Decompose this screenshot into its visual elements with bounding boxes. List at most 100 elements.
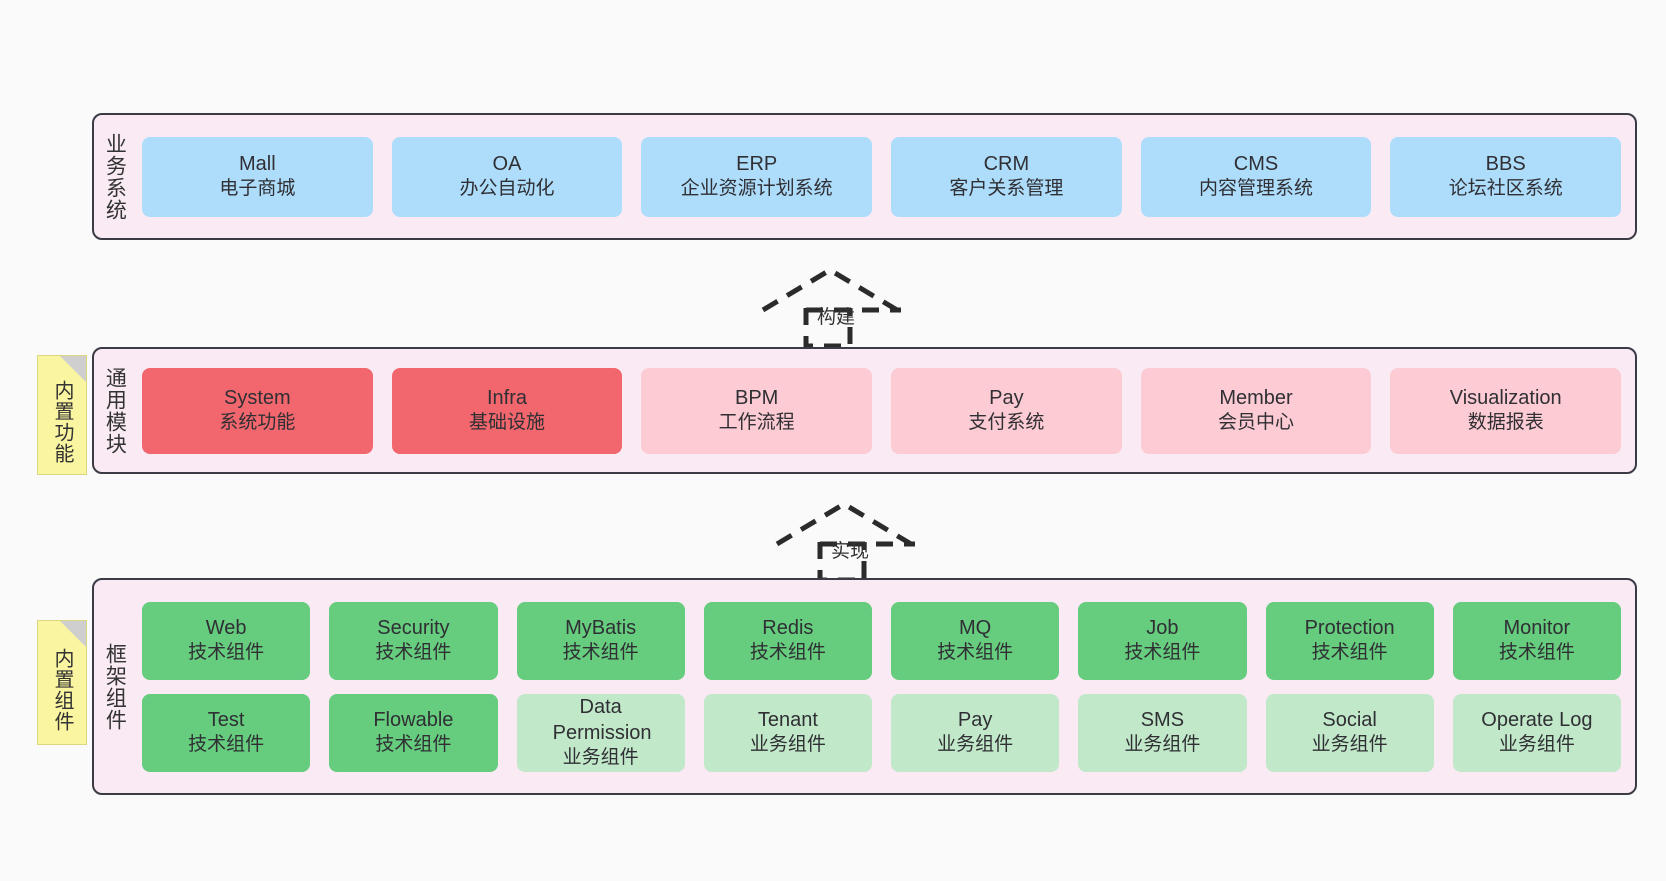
- arrow-build: 构建: [758, 262, 908, 349]
- layer-title-business-system: 业务系统: [103, 132, 127, 221]
- card-title: Data Permission: [552, 696, 652, 744]
- card-operate-log[interactable]: Operate Log 业务组件: [1452, 693, 1621, 772]
- card-social[interactable]: Social 业务组件: [1265, 693, 1434, 772]
- card-title: Infra: [486, 386, 528, 409]
- card-cms[interactable]: CMS 内容管理系统: [1140, 136, 1372, 217]
- card-title: Monitor: [1503, 616, 1571, 639]
- card-security[interactable]: Security 技术组件: [329, 601, 498, 680]
- card-tenant[interactable]: Tenant 业务组件: [703, 693, 872, 772]
- card-subtitle: 技术组件: [1498, 642, 1575, 664]
- card-row: Web 技术组件 Security 技术组件 MyBatis 技术组件 Redi…: [142, 601, 1621, 680]
- card-sms[interactable]: SMS 业务组件: [1078, 693, 1247, 772]
- card-title: MyBatis: [565, 616, 637, 639]
- card-title: Redis: [762, 616, 814, 639]
- note-builtin-function: 内置功能: [37, 355, 87, 475]
- card-crm[interactable]: CRM 客户关系管理: [891, 136, 1122, 217]
- card-protection[interactable]: Protection 技术组件: [1265, 601, 1434, 680]
- card-title: ERP: [736, 152, 778, 175]
- layer-body-framework-component: Web 技术组件 Security 技术组件 MyBatis 技术组件 Redi…: [134, 580, 1635, 793]
- card-row: Test 技术组件 Flowable 技术组件 Data Permission …: [142, 693, 1621, 772]
- card-title: Operate Log: [1481, 708, 1593, 731]
- card-title: Job: [1146, 616, 1179, 639]
- note-label: 内置组件: [51, 647, 73, 732]
- card-title: Pay: [989, 386, 1024, 409]
- card-redis[interactable]: Redis 技术组件: [703, 601, 872, 680]
- card-erp[interactable]: ERP 企业资源计划系统: [641, 136, 873, 217]
- card-mall[interactable]: Mall 电子商城: [142, 136, 373, 217]
- card-title: Pay: [957, 708, 993, 731]
- layer-title-common-module: 通用模块: [103, 366, 127, 455]
- card-data-permission[interactable]: Data Permission 业务组件: [516, 693, 685, 772]
- note-builtin-component: 内置组件: [37, 620, 87, 745]
- card-subtitle: 技术组件: [375, 642, 452, 664]
- card-subtitle: 业务组件: [562, 746, 639, 768]
- card-oa[interactable]: OA 办公自动化: [391, 136, 623, 217]
- card-mybatis[interactable]: MyBatis 技术组件: [516, 601, 685, 680]
- card-monitor[interactable]: Monitor 技术组件: [1452, 601, 1621, 680]
- card-job[interactable]: Job 技术组件: [1078, 601, 1247, 680]
- card-flowable[interactable]: Flowable 技术组件: [329, 693, 498, 772]
- card-pay-module[interactable]: Pay 支付系统: [891, 367, 1122, 454]
- card-subtitle: 技术组件: [937, 642, 1014, 664]
- card-title: MQ: [959, 616, 992, 639]
- card-title: Protection: [1304, 616, 1395, 639]
- card-title: Visualization: [1449, 386, 1562, 409]
- card-bbs[interactable]: BBS 论坛社区系统: [1390, 136, 1622, 217]
- card-title: BPM: [735, 386, 779, 409]
- note-fold-corner: [60, 356, 86, 382]
- card-subtitle: 客户关系管理: [949, 178, 1064, 200]
- card-subtitle: 技术组件: [188, 642, 265, 664]
- card-mq[interactable]: MQ 技术组件: [891, 601, 1060, 680]
- card-title: Flowable: [373, 708, 454, 731]
- card-title: SMS: [1140, 708, 1185, 731]
- card-bpm[interactable]: BPM 工作流程: [641, 367, 873, 454]
- card-title: OA: [492, 152, 522, 175]
- card-subtitle: 技术组件: [1311, 642, 1388, 664]
- card-title: Social: [1322, 708, 1377, 731]
- card-subtitle: 数据报表: [1467, 412, 1544, 434]
- card-subtitle: 业务组件: [1498, 734, 1575, 756]
- card-title: BBS: [1485, 152, 1526, 175]
- card-subtitle: 技术组件: [188, 734, 265, 756]
- card-title: CMS: [1233, 152, 1279, 175]
- note-label: 内置功能: [51, 380, 73, 464]
- card-subtitle: 技术组件: [749, 642, 826, 664]
- card-member[interactable]: Member 会员中心: [1140, 367, 1372, 454]
- card-subtitle: 电子商城: [219, 178, 296, 200]
- card-subtitle: 系统功能: [219, 412, 296, 434]
- card-title: System: [223, 386, 291, 409]
- layer-title-framework-component: 框架组件: [103, 642, 127, 731]
- card-visualization[interactable]: Visualization 数据报表: [1390, 367, 1622, 454]
- card-title: CRM: [983, 152, 1030, 175]
- card-row: System 系统功能 Infra 基础设施 BPM 工作流程 Pay 支付系统…: [142, 367, 1622, 454]
- card-title: Tenant: [757, 708, 818, 731]
- arrow-build-label: 构建: [817, 307, 856, 328]
- layer-body-business-system: Mall 电子商城 OA 办公自动化 ERP 企业资源计划系统 CRM 客户关系…: [134, 115, 1635, 238]
- card-subtitle: 业务组件: [1311, 734, 1388, 756]
- card-subtitle: 业务组件: [1124, 734, 1201, 756]
- card-pay-component[interactable]: Pay 业务组件: [891, 693, 1060, 772]
- card-title: Web: [205, 616, 247, 639]
- card-row: Mall 电子商城 OA 办公自动化 ERP 企业资源计划系统 CRM 客户关系…: [142, 136, 1622, 217]
- card-web[interactable]: Web 技术组件: [142, 601, 311, 680]
- card-system[interactable]: System 系统功能: [142, 367, 373, 454]
- card-subtitle: 技术组件: [562, 642, 639, 664]
- card-title: Test: [207, 708, 245, 731]
- card-subtitle: 基础设施: [469, 412, 546, 434]
- card-subtitle: 论坛社区系统: [1448, 178, 1563, 200]
- card-test[interactable]: Test 技术组件: [142, 693, 311, 772]
- arrow-implement-label: 实现: [831, 541, 870, 562]
- card-subtitle: 会员中心: [1218, 412, 1295, 434]
- layer-framework-component: 框架组件 Web 技术组件 Security 技术组件 MyBatis 技术组件…: [92, 578, 1637, 795]
- card-title: Mall: [239, 152, 276, 175]
- card-subtitle: 业务组件: [937, 734, 1014, 756]
- arrow-implement: 实现: [772, 496, 922, 583]
- layer-body-common-module: System 系统功能 Infra 基础设施 BPM 工作流程 Pay 支付系统…: [134, 349, 1635, 472]
- note-fold-corner: [60, 621, 86, 647]
- card-subtitle: 技术组件: [1124, 642, 1201, 664]
- card-subtitle: 内容管理系统: [1199, 178, 1314, 200]
- card-title: Member: [1219, 386, 1293, 409]
- card-subtitle: 技术组件: [375, 734, 452, 756]
- card-infra[interactable]: Infra 基础设施: [391, 367, 623, 454]
